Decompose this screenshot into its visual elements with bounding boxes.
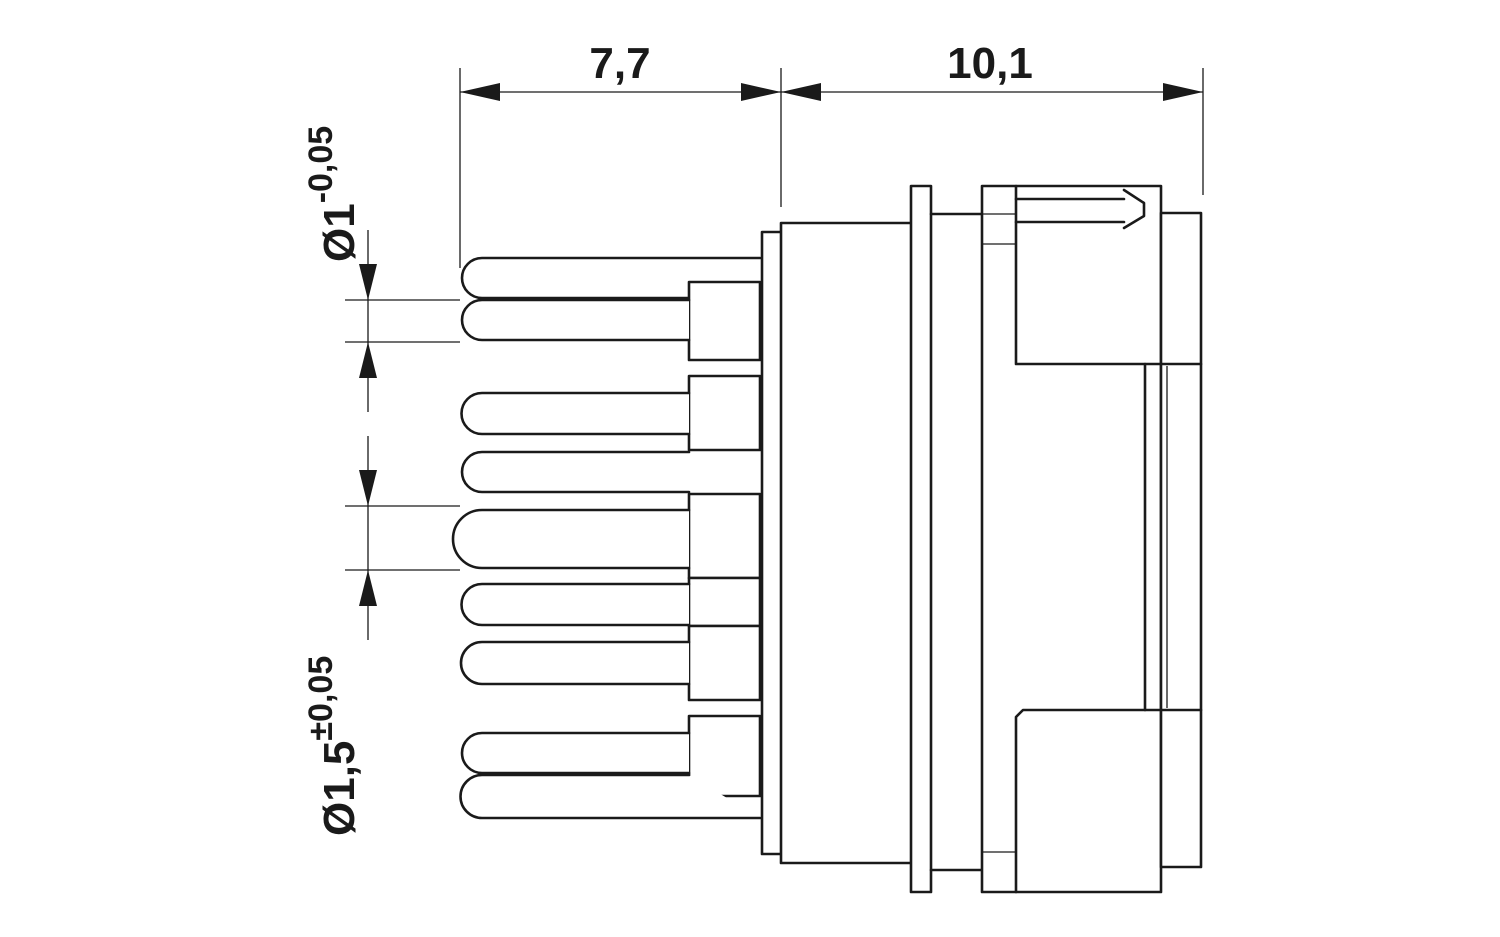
latch-notch (1122, 188, 1146, 230)
dimension-pin-diameter: Ø1-0,05 (302, 126, 460, 412)
arrow-left-icon (460, 83, 500, 101)
pin-diameter-tolerance: -0,05 (302, 126, 340, 204)
arrow-right-icon (741, 83, 781, 101)
lower-recess (1014, 708, 1163, 894)
pin (460, 256, 762, 362)
pin (460, 374, 762, 494)
pin (459, 714, 762, 820)
body-length-label: 10,1 (947, 39, 1033, 88)
pin-diameter-value: Ø1 (315, 203, 364, 262)
dimension-pin-length: 7,7 (459, 39, 782, 268)
pitch-tolerance: ±0,05 (302, 656, 340, 741)
pin (460, 576, 762, 628)
pin-diameter-label: Ø1-0,05 (302, 126, 364, 262)
pitch-value: Ø1,5 (315, 741, 364, 836)
pin (459, 624, 762, 702)
coupling-housing (980, 184, 1163, 894)
rear-step (760, 230, 784, 856)
arrow-down-icon (359, 264, 377, 300)
arrow-right-icon (1163, 83, 1203, 101)
flange (909, 184, 933, 894)
arrow-up-icon (359, 570, 377, 606)
dimension-pitch: Ø1,5±0,05 (302, 436, 460, 836)
arrow-down-icon (359, 470, 377, 506)
insulator-body (779, 221, 914, 865)
arrow-left-icon (781, 83, 821, 101)
dimension-body-length: 10,1 (781, 39, 1204, 195)
contact-pins (451, 256, 762, 820)
pitch-label: Ø1,5±0,05 (302, 656, 364, 836)
upper-recess (1014, 184, 1163, 366)
connector-body (760, 184, 1203, 894)
arrow-up-icon (359, 342, 377, 378)
pin (451, 492, 762, 580)
front-face (1159, 211, 1203, 869)
pin-length-label: 7,7 (589, 39, 650, 88)
